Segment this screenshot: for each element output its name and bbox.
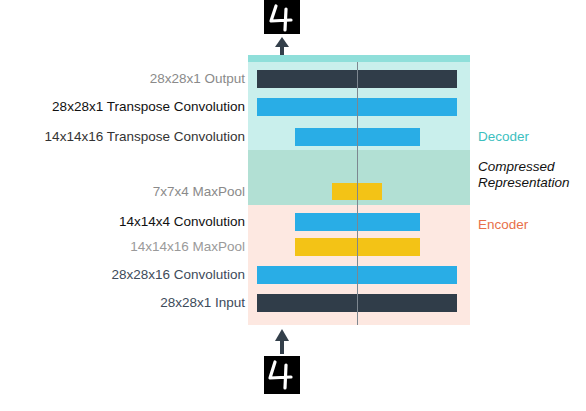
input-layer: 28x28x1 Input (257, 294, 457, 312)
maxpool-layer: 7x7x4 MaxPool (332, 183, 382, 200)
decoder-band: Decoder28x28x1 Output28x28x1 Transpose C… (248, 55, 470, 150)
layer-label: 14x14x16 MaxPool (130, 239, 245, 255)
layer-label: 14x14x4 Convolution (119, 214, 245, 230)
output-layer: 28x28x1 Output (257, 70, 457, 88)
section-label: Decoder (478, 129, 586, 145)
compressed-band: Compressed Representation7x7x4 MaxPool (248, 150, 470, 205)
conv-layer: 14x14x4 Convolution (295, 213, 420, 231)
layer-label: 28x28x16 Convolution (111, 267, 245, 283)
maxpool-layer: 14x14x16 MaxPool (295, 238, 420, 256)
layer-label: 7x7x4 MaxPool (153, 184, 245, 200)
axis-line (357, 62, 358, 325)
section-label: Compressed Representation (478, 159, 586, 191)
conv-layer: 28x28x16 Convolution (257, 266, 457, 284)
output-digit (264, 0, 300, 34)
layer-label: 14x14x16 Transpose Convolution (45, 129, 245, 145)
section-label: Encoder (478, 217, 586, 233)
transpose-conv-layer: 14x14x16 Transpose Convolution (295, 128, 420, 146)
layer-label: 28x28x1 Transpose Convolution (52, 99, 245, 115)
layer-label: 28x28x1 Output (150, 71, 245, 87)
layer-label: 28x28x1 Input (160, 295, 245, 311)
transpose-conv-layer: 28x28x1 Transpose Convolution (257, 98, 457, 116)
encoder-band: Encoder14x14x4 Convolution14x14x16 MaxPo… (248, 205, 470, 325)
band-top-strip (248, 55, 470, 62)
input-digit (264, 356, 300, 394)
